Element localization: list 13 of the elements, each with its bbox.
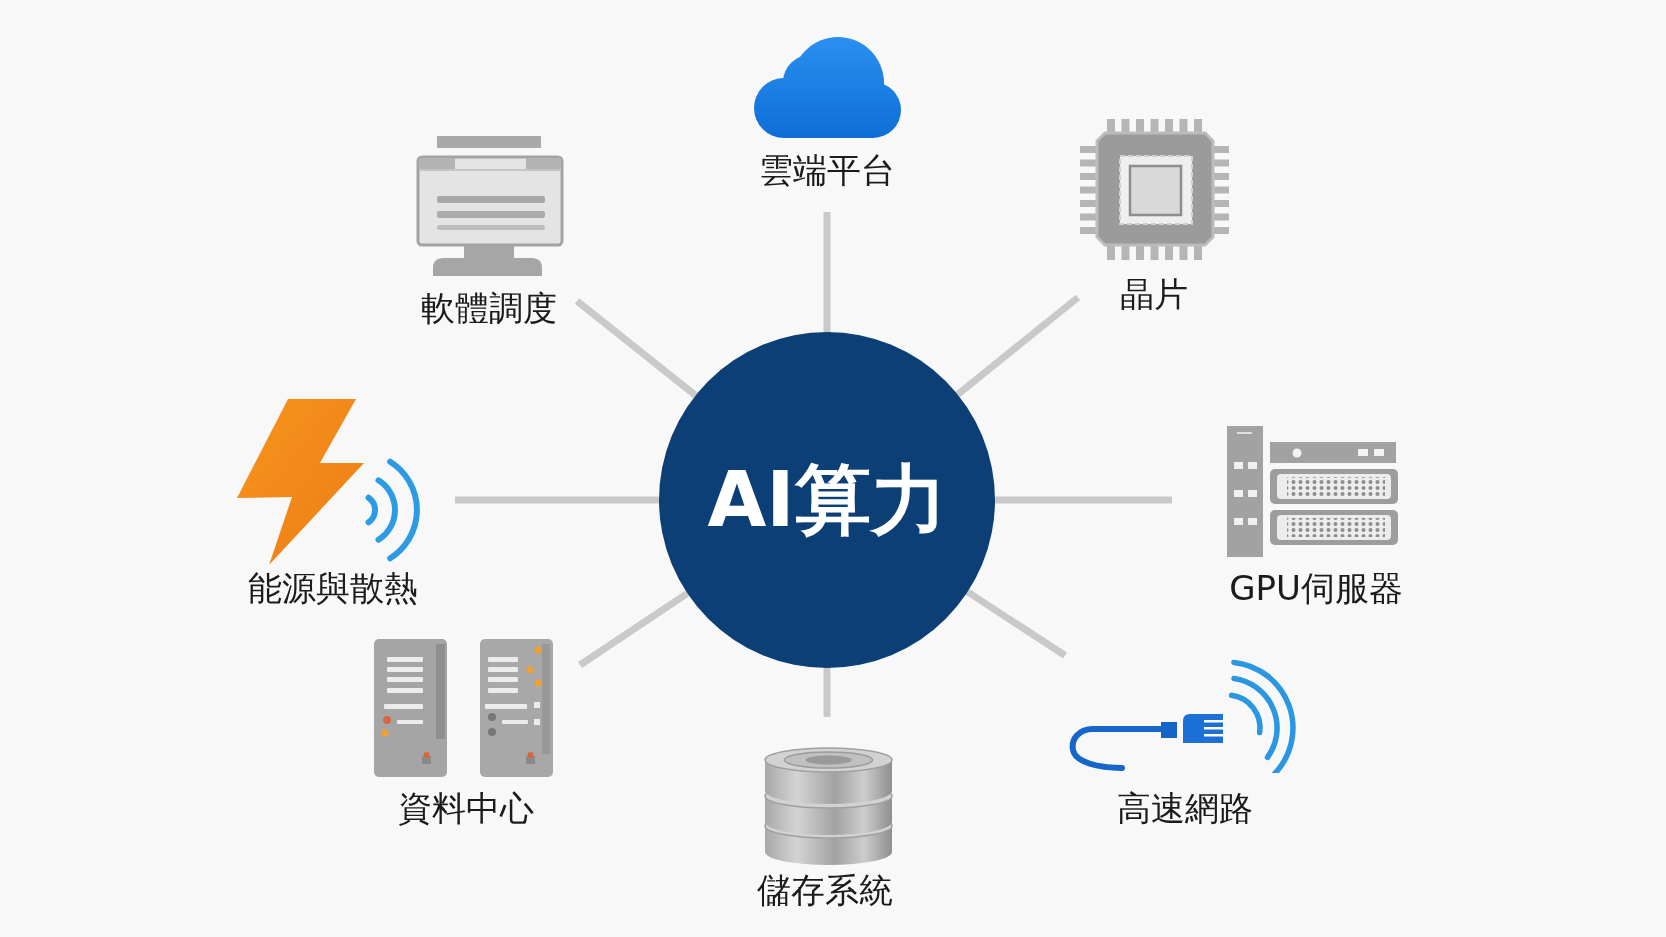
node-label: 雲端平台 <box>759 152 895 190</box>
node-label: 晶片 <box>1120 276 1188 314</box>
node-label: 資料中心 <box>398 790 534 828</box>
connector-line <box>578 590 690 668</box>
node-label: 軟體調度 <box>421 290 557 328</box>
connector-line <box>574 298 698 399</box>
connector-line <box>955 294 1081 398</box>
node-label: GPU伺服器 <box>1229 570 1403 608</box>
node-label: 高速網路 <box>1117 790 1253 828</box>
node-label: 能源與散熱 <box>248 570 418 608</box>
node-label: 儲存系統 <box>757 872 893 910</box>
hub-label: AI算力 <box>707 458 947 542</box>
connector-line <box>965 588 1067 659</box>
